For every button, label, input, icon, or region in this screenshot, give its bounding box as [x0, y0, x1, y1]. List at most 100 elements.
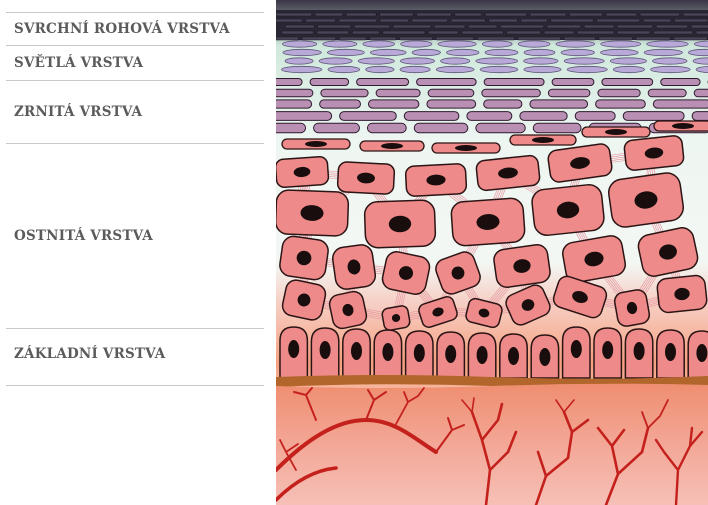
granulosum-cell	[414, 123, 468, 132]
cell-nucleus	[602, 341, 613, 359]
lucidum-cell	[366, 66, 394, 72]
label-spinosum: OSTNITÁ VRSTVA	[14, 228, 264, 244]
granulosum-cell	[602, 79, 653, 86]
lucidum-cell	[610, 58, 646, 64]
granulosum-cell	[552, 79, 594, 86]
lucidum-cell	[412, 49, 440, 55]
granulosum-cell	[276, 100, 312, 108]
cell-nucleus	[381, 143, 403, 149]
cell-nucleus	[508, 347, 519, 365]
cell-nucleus	[455, 145, 477, 151]
corneum-cell	[352, 31, 379, 34]
granulosum-cell	[314, 123, 360, 132]
corneum-cell	[521, 19, 548, 22]
granulosum-cell	[476, 123, 525, 132]
corneum-layer	[276, 10, 708, 40]
cell-nucleus	[320, 341, 331, 359]
corneum-cell	[302, 37, 336, 40]
corneum-cell	[599, 37, 633, 40]
corneum-cell	[551, 19, 594, 22]
corneum-cell	[399, 37, 432, 40]
corneum-cell	[379, 13, 413, 16]
corneum-cell	[461, 31, 503, 34]
granulosum-cell	[692, 112, 708, 121]
cell-nucleus	[382, 343, 393, 361]
lucidum-cell	[613, 66, 644, 72]
granulosum-cell	[533, 123, 581, 132]
corneum-cell	[346, 13, 376, 16]
lucidum-cell	[693, 58, 708, 64]
cell-nucleus	[634, 342, 645, 360]
lucidum-cell	[480, 66, 518, 72]
divider-line	[6, 80, 264, 81]
lucidum-cell	[363, 41, 395, 47]
cell-nucleus	[532, 137, 554, 143]
lucidum-cell	[327, 49, 364, 55]
lucidum-cell	[319, 58, 352, 64]
corneum-cell	[485, 13, 527, 16]
granulosum-cell	[694, 89, 708, 97]
granulosum-cell	[520, 112, 567, 121]
corneum-cell	[569, 13, 602, 16]
corneum-cell	[636, 37, 671, 40]
granulosum-cell	[376, 89, 420, 97]
granulosum-cell	[417, 79, 477, 86]
granulosum-cell	[276, 79, 302, 86]
granulosum-cell	[623, 112, 684, 121]
granulosum-cell	[276, 89, 313, 97]
corneum-cell	[318, 25, 352, 28]
corneum-cell	[315, 13, 343, 16]
corneum-cell	[369, 37, 396, 40]
lucidum-cell	[446, 49, 479, 55]
lucidum-cell	[282, 41, 316, 47]
corneum-cell	[544, 31, 574, 34]
granulosum-cell	[661, 79, 700, 86]
corneum-cell	[547, 25, 581, 28]
corneum-cell	[577, 31, 614, 34]
divider-line	[6, 45, 264, 46]
label-lucidum: SVĚTLÁ VRSTVA	[14, 55, 264, 71]
lucidum-cell	[524, 66, 561, 72]
layer-labels: SVRCHNÍ ROHOVÁ VRSTVA SVĚTLÁ VRSTVA ZRNI…	[0, 0, 270, 505]
corneum-cell	[451, 19, 486, 22]
corneum-cell	[617, 31, 650, 34]
corneum-cell	[518, 37, 561, 40]
lucidum-cell	[644, 49, 682, 55]
skin-cross-section-illustration	[276, 0, 708, 505]
lucidum-cell	[401, 41, 432, 47]
corneum-cell	[691, 25, 708, 28]
corneum-cell	[606, 13, 637, 16]
granulosum-cell	[310, 79, 349, 86]
label-granulosum: ZRNITÁ VRSTVA	[14, 104, 264, 120]
lucidum-cell	[476, 58, 518, 64]
corneum-cell	[683, 13, 708, 16]
label-corneum: SVRCHNÍ ROHOVÁ VRSTVA	[14, 21, 264, 37]
lucidum-cell	[441, 58, 470, 64]
lucidum-cell	[400, 66, 430, 72]
dermis-layer	[276, 384, 708, 505]
lucidum-cell	[400, 58, 434, 64]
corneum-cell	[281, 31, 313, 34]
lucidum-cell	[370, 49, 406, 55]
corneum-cell	[653, 31, 693, 34]
granulosum-cell	[484, 100, 522, 108]
granulosum-cell	[367, 123, 406, 132]
lucidum-cell	[283, 49, 321, 55]
granulosum-cell	[357, 79, 409, 86]
corneum-cell	[656, 25, 688, 28]
lucidum-cell	[564, 58, 604, 64]
corneum-cell	[564, 37, 596, 40]
cell-nucleus	[605, 129, 627, 135]
cell-nucleus	[571, 340, 582, 358]
lucidum-cell	[328, 66, 360, 72]
corneum-cell	[339, 19, 377, 22]
lucidum-cell	[482, 41, 512, 47]
lucidum-cell	[652, 58, 687, 64]
lucidum-cell	[438, 41, 476, 47]
cell-nucleus	[288, 340, 299, 358]
lucidum-cell	[688, 49, 708, 55]
corneum-cell	[640, 13, 680, 16]
corneum-cell	[383, 31, 426, 34]
granulosum-cell	[320, 100, 361, 108]
lucidum-cell	[323, 41, 357, 47]
